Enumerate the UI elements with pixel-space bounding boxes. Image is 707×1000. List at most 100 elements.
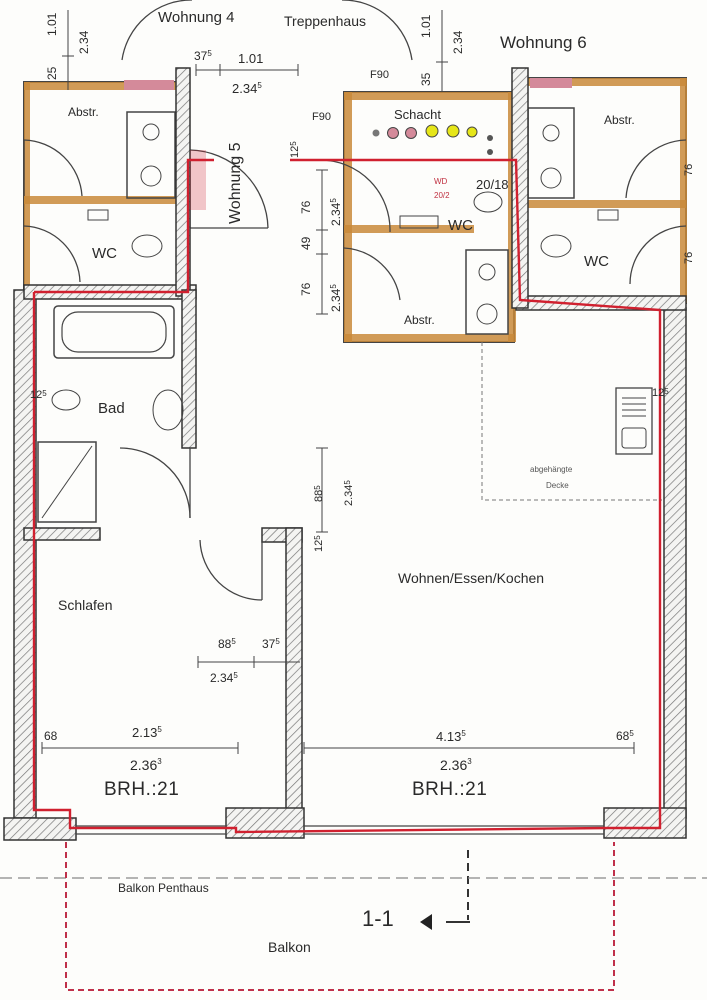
- dim-12-bad-sup: 5: [42, 389, 47, 398]
- label-abstr-right: Abstr.: [604, 113, 635, 127]
- dim-37-top: 375: [194, 49, 212, 63]
- dim-234-top-right: 2.34: [451, 30, 465, 54]
- dim-76-r1: 76: [683, 163, 695, 176]
- dim-68-right-sup: 5: [629, 729, 634, 738]
- dim-101-top-right: 1.01: [419, 14, 433, 38]
- dim-234-top-left: 2.34: [77, 30, 91, 54]
- door-arc-entry: [189, 149, 269, 229]
- label-treppenhaus: Treppenhaus: [284, 13, 366, 29]
- dim-234-mid-sup: 5: [257, 81, 262, 90]
- dim-12-right: 125: [652, 388, 669, 399]
- dim-413: 4.135: [436, 729, 466, 744]
- dim-234-v2: 2.345: [329, 284, 343, 312]
- dim-88-h-value: 88: [218, 637, 232, 651]
- label-f90-top: F90: [370, 69, 389, 81]
- dim-236-right: 2.363: [440, 757, 472, 773]
- label-wohnung-6: Wohnung 6: [500, 33, 587, 52]
- dim-88-v-sup: 5: [313, 485, 322, 490]
- dim-236-left: 2.363: [130, 757, 162, 773]
- label-brh-left: BRH.:21: [104, 779, 180, 800]
- dim-12-top-value: 12: [289, 145, 301, 158]
- shaft-block: [319, 91, 516, 343]
- dim-12-top: 125: [289, 141, 301, 158]
- label-balkon-penthaus: Balkon Penthaus: [118, 881, 209, 895]
- dim-37-top-sup: 5: [207, 49, 212, 58]
- dim-88-h-sup: 5: [231, 637, 236, 646]
- dim-76-a: 76: [299, 200, 313, 214]
- dim-12-mid-sup: 5: [313, 535, 322, 540]
- label-20-18: 20/18: [476, 177, 509, 192]
- dim-413-sup: 5: [461, 729, 466, 738]
- dim-88-v: 885: [313, 485, 325, 502]
- red-boundary: [32, 158, 662, 834]
- dim-234-v2-value: 2.34: [329, 288, 343, 312]
- dim-234-v2-sup: 5: [329, 284, 338, 289]
- dim-35: 35: [419, 72, 433, 86]
- dim-234-mid: 2.345: [232, 81, 262, 96]
- label-balkon: Balkon: [268, 939, 311, 955]
- dim-234-v3: 2.345: [343, 480, 355, 506]
- label-wc-right: WC: [584, 253, 609, 270]
- dim-68-left: 68: [44, 729, 58, 743]
- dim-68-right-value: 68: [616, 729, 630, 743]
- label-wohnung-5: Wohnung 5: [227, 142, 244, 224]
- dim-37-h-sup: 5: [275, 637, 280, 646]
- door-arc-bedroom: [199, 539, 263, 601]
- dim-234-v1-value: 2.34: [329, 202, 343, 226]
- dim-236-right-sup: 3: [467, 757, 472, 766]
- dim-25: 25: [45, 66, 59, 80]
- label-decke: Decke: [546, 481, 569, 490]
- dim-88-v-value: 88: [313, 489, 325, 502]
- label-abstr-center: Abstr.: [404, 313, 435, 327]
- dim-101-mid: 1.01: [238, 51, 264, 66]
- dim-236-left-value: 2.36: [130, 757, 158, 773]
- dim-213: 2.135: [132, 725, 162, 740]
- label-wd: WD: [434, 177, 448, 186]
- dim-236-left-sup: 3: [157, 757, 162, 766]
- door-arc-top-left: [121, 0, 192, 61]
- dim-76-r2: 76: [683, 251, 695, 264]
- dim-234-v1-sup: 5: [329, 198, 338, 203]
- dim-234-h-sup: 5: [233, 671, 238, 680]
- label-abgehaengte: abgehängte: [530, 465, 573, 474]
- dim-76-b: 76: [299, 282, 313, 296]
- door-arc-top-right: [342, 0, 413, 61]
- dim-88-h: 885: [218, 637, 236, 651]
- dim-234-v3-sup: 5: [343, 480, 352, 485]
- dimension-lines: [41, 10, 635, 754]
- label-wd-size: 20/2: [434, 191, 450, 200]
- dim-12-right-sup: 5: [664, 387, 669, 396]
- dim-213-sup: 5: [157, 725, 162, 734]
- label-schlafen: Schlafen: [58, 597, 113, 613]
- dim-49: 49: [299, 236, 313, 250]
- dim-12-top-sup: 5: [289, 141, 298, 146]
- dim-234-mid-value: 2.34: [232, 81, 258, 96]
- label-wc-left: WC: [92, 245, 117, 262]
- dim-413-value: 4.13: [436, 729, 462, 744]
- label-bad: Bad: [98, 400, 125, 417]
- dim-101-top-left: 1.01: [45, 12, 59, 36]
- label-abstr-left: Abstr.: [68, 105, 99, 119]
- balcony-outline: [65, 842, 615, 991]
- suspended-ceiling-outline: [481, 342, 662, 501]
- dim-234-h-value: 2.34: [210, 671, 234, 685]
- label-wc-center: WC: [448, 217, 473, 234]
- label-wohnung-4: Wohnung 4: [158, 9, 235, 26]
- dim-37-h: 375: [262, 637, 280, 651]
- label-brh-right: BRH.:21: [412, 779, 488, 800]
- section-marker: [420, 850, 470, 930]
- dim-236-right-value: 2.36: [440, 757, 468, 773]
- label-wohnen-essen-kochen: Wohnen/Essen/Kochen: [398, 570, 545, 586]
- dim-12-bad: 125: [30, 390, 47, 401]
- dim-12-bad-value: 12: [30, 389, 43, 401]
- main-walls: [3, 67, 687, 841]
- dim-12-mid: 125: [313, 535, 325, 552]
- dim-234-v3-value: 2.34: [343, 484, 355, 506]
- dim-234-v1: 2.345: [329, 198, 343, 226]
- dim-37-top-value: 37: [194, 49, 208, 63]
- label-section-1-1: 1-1: [362, 906, 394, 931]
- dim-213-value: 2.13: [132, 725, 158, 740]
- dim-12-right-value: 12: [652, 387, 665, 399]
- dim-12-mid-value: 12: [313, 539, 325, 552]
